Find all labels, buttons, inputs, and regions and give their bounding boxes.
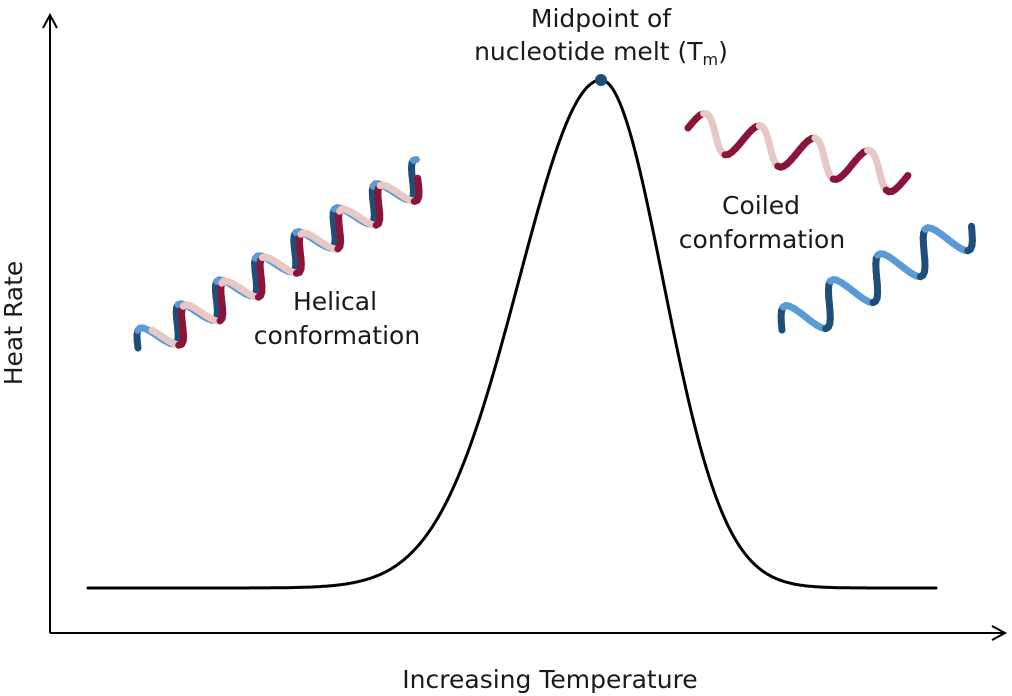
helix-strand-red-segment (414, 174, 423, 189)
tm-peak-marker (595, 74, 607, 86)
tm-subscript: m (703, 50, 719, 69)
helical-label-line2: conformation (254, 321, 420, 350)
x-axis-label: Increasing Temperature (402, 665, 697, 694)
y-axis-label: Heat Rate (0, 261, 28, 386)
peak-annotation-text: nucleotide melt (T (474, 37, 703, 66)
helix-strand-blue-segment (410, 156, 420, 164)
coil-strand-blue-segment (968, 222, 976, 238)
peak-annotation-line1: Midpoint of (531, 4, 672, 33)
coiled-label-line2: conformation (679, 225, 845, 254)
peak-annotation-line2: nucleotide melt (Tm) (474, 37, 728, 69)
y-axis-arrowhead (42, 12, 58, 29)
coiled-label-line1: Coiled (722, 191, 800, 220)
coiled-strands-illustration (684, 110, 976, 334)
axes (42, 12, 1008, 641)
melting-curve (86, 78, 938, 590)
x-axis-arrowhead (991, 625, 1008, 641)
peak-annotation-close: ) (718, 37, 728, 66)
coil-strand-red-segment (900, 172, 912, 185)
helical-dna-illustration (133, 156, 423, 352)
helical-label-line1: Helical (293, 287, 377, 316)
